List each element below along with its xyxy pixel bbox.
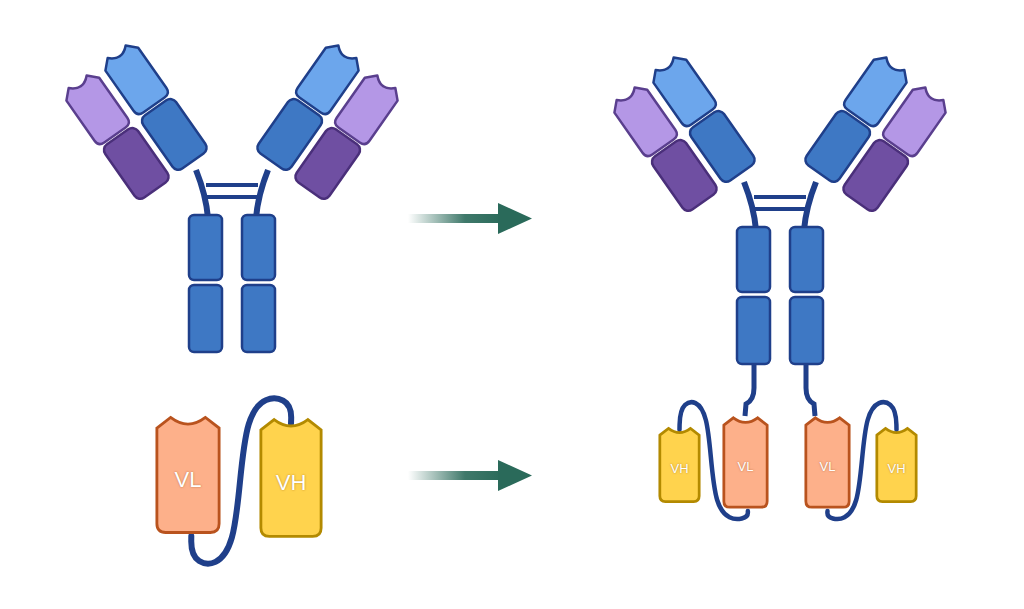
fusion-antibody bbox=[609, 52, 950, 364]
heavy-variable-domain: VH bbox=[875, 425, 918, 505]
domain-label: VL bbox=[738, 452, 754, 473]
heavy-chain-tail bbox=[745, 364, 754, 416]
domain-shape bbox=[157, 417, 219, 532]
light-variable-domain: VL bbox=[722, 414, 769, 511]
light-variable-domain: VL bbox=[804, 414, 851, 511]
domain-shape bbox=[261, 420, 321, 537]
domain-shape bbox=[806, 418, 849, 507]
heavy-chain-tail bbox=[806, 364, 815, 416]
domain-label: VH bbox=[276, 462, 307, 494]
process-arrow bbox=[408, 203, 532, 234]
heavy-variable-domain: VH bbox=[658, 425, 701, 505]
light-variable-domain: VL bbox=[155, 414, 221, 536]
domain-shape bbox=[660, 428, 699, 501]
domain-shape bbox=[724, 418, 767, 507]
domain-shape bbox=[877, 428, 916, 501]
domain-label: VL bbox=[175, 459, 202, 491]
domain-label: VH bbox=[887, 456, 905, 475]
process-arrow bbox=[408, 460, 532, 491]
igg-antibody bbox=[61, 40, 402, 352]
domain-label: VL bbox=[820, 452, 836, 473]
heavy-variable-domain: VH bbox=[259, 416, 323, 540]
domain-label: VH bbox=[670, 456, 688, 475]
